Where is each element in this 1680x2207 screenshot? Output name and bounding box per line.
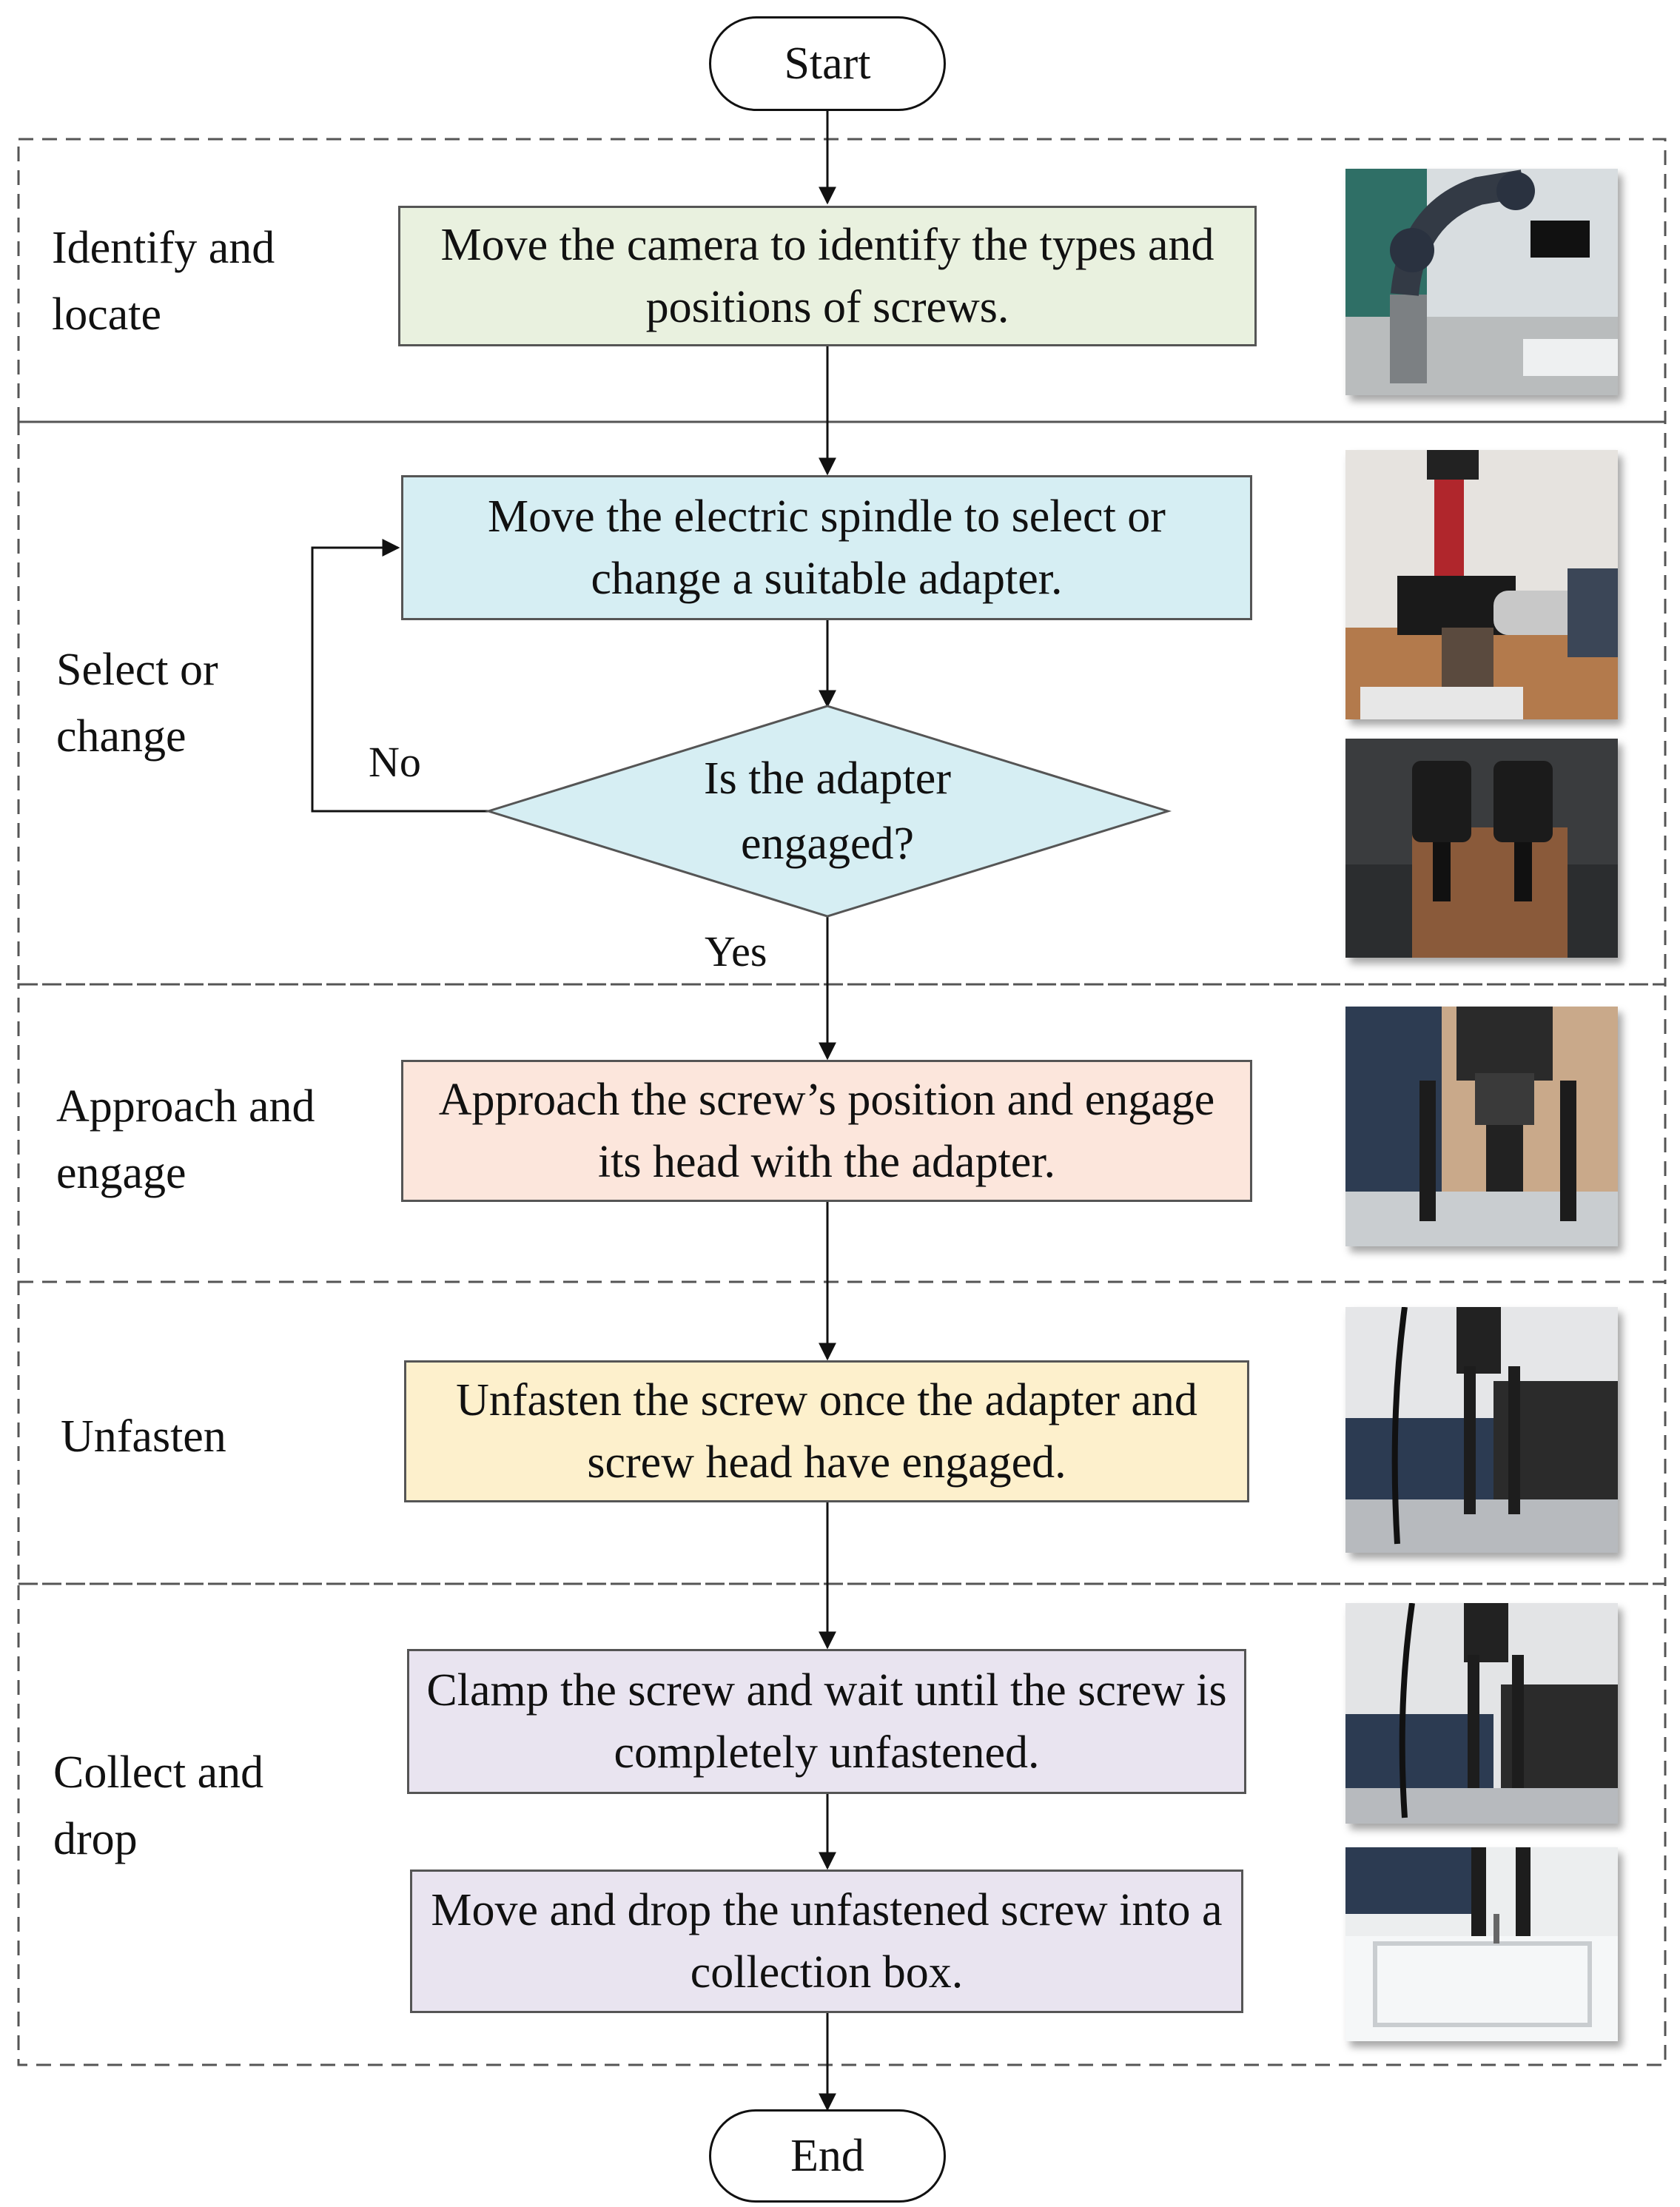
start-label: Start bbox=[784, 38, 871, 89]
stage-frame-select bbox=[17, 420, 1667, 986]
connectors bbox=[311, 111, 836, 2112]
step-identify-box: Move the camera to identify the types an… bbox=[398, 206, 1257, 346]
step-approach-text: Approach the screw’s position and engage… bbox=[438, 1075, 1215, 1187]
step-clamp-box: Clamp the screw and wait until the screw… bbox=[407, 1649, 1246, 1794]
stage-frame-unfasten bbox=[17, 1280, 1667, 1585]
edge-label-yes: Yes bbox=[705, 927, 767, 975]
photo-clamp bbox=[1345, 1603, 1618, 1824]
photo-unfasten bbox=[1345, 1307, 1618, 1553]
stage-label-select: Select or change bbox=[56, 645, 218, 762]
decision-diamond bbox=[484, 705, 1172, 918]
stage-label-collect: Collect and drop bbox=[53, 1747, 264, 1864]
end-label: End bbox=[790, 2130, 864, 2181]
photo-approach-engage bbox=[1345, 1007, 1618, 1246]
stage-label-approach: Approach and engage bbox=[56, 1081, 315, 1198]
photo-camera-robot bbox=[1345, 169, 1618, 395]
stage-frame-collect bbox=[17, 1582, 1667, 2066]
step-approach-box: Approach the screw’s position and engage… bbox=[401, 1060, 1252, 1202]
edge-label-no: No bbox=[369, 738, 421, 786]
photo-electric-spindle bbox=[1345, 450, 1618, 719]
step-identify-text: Move the camera to identify the types an… bbox=[440, 220, 1214, 332]
stage-frame-identify bbox=[17, 138, 1667, 423]
end-terminal: End bbox=[709, 2109, 946, 2203]
stage-frames bbox=[17, 138, 1667, 2066]
photo-adapters bbox=[1345, 739, 1618, 958]
stage-label-identify: Identify and locate bbox=[52, 223, 275, 340]
photo-drop-collection-box bbox=[1345, 1847, 1618, 2041]
step-select-text: Move the electric spindle to select or c… bbox=[488, 491, 1166, 604]
step-unfasten-text: Unfasten the screw once the adapter and … bbox=[456, 1375, 1197, 1488]
connector-decision-no-loop bbox=[311, 539, 488, 813]
step-select-box: Move the electric spindle to select or c… bbox=[401, 475, 1252, 620]
start-terminal: Start bbox=[709, 16, 946, 111]
stage-label-unfasten: Unfasten bbox=[61, 1411, 226, 1462]
step-clamp-text: Clamp the screw and wait until the screw… bbox=[426, 1665, 1227, 1778]
step-unfasten-box: Unfasten the screw once the adapter and … bbox=[404, 1360, 1249, 1502]
step-drop-text: Move and drop the unfastened screw into … bbox=[431, 1885, 1223, 1998]
decision-question: Is the adapter engaged? bbox=[704, 753, 951, 869]
step-drop-box: Move and drop the unfastened screw into … bbox=[410, 1870, 1243, 2013]
